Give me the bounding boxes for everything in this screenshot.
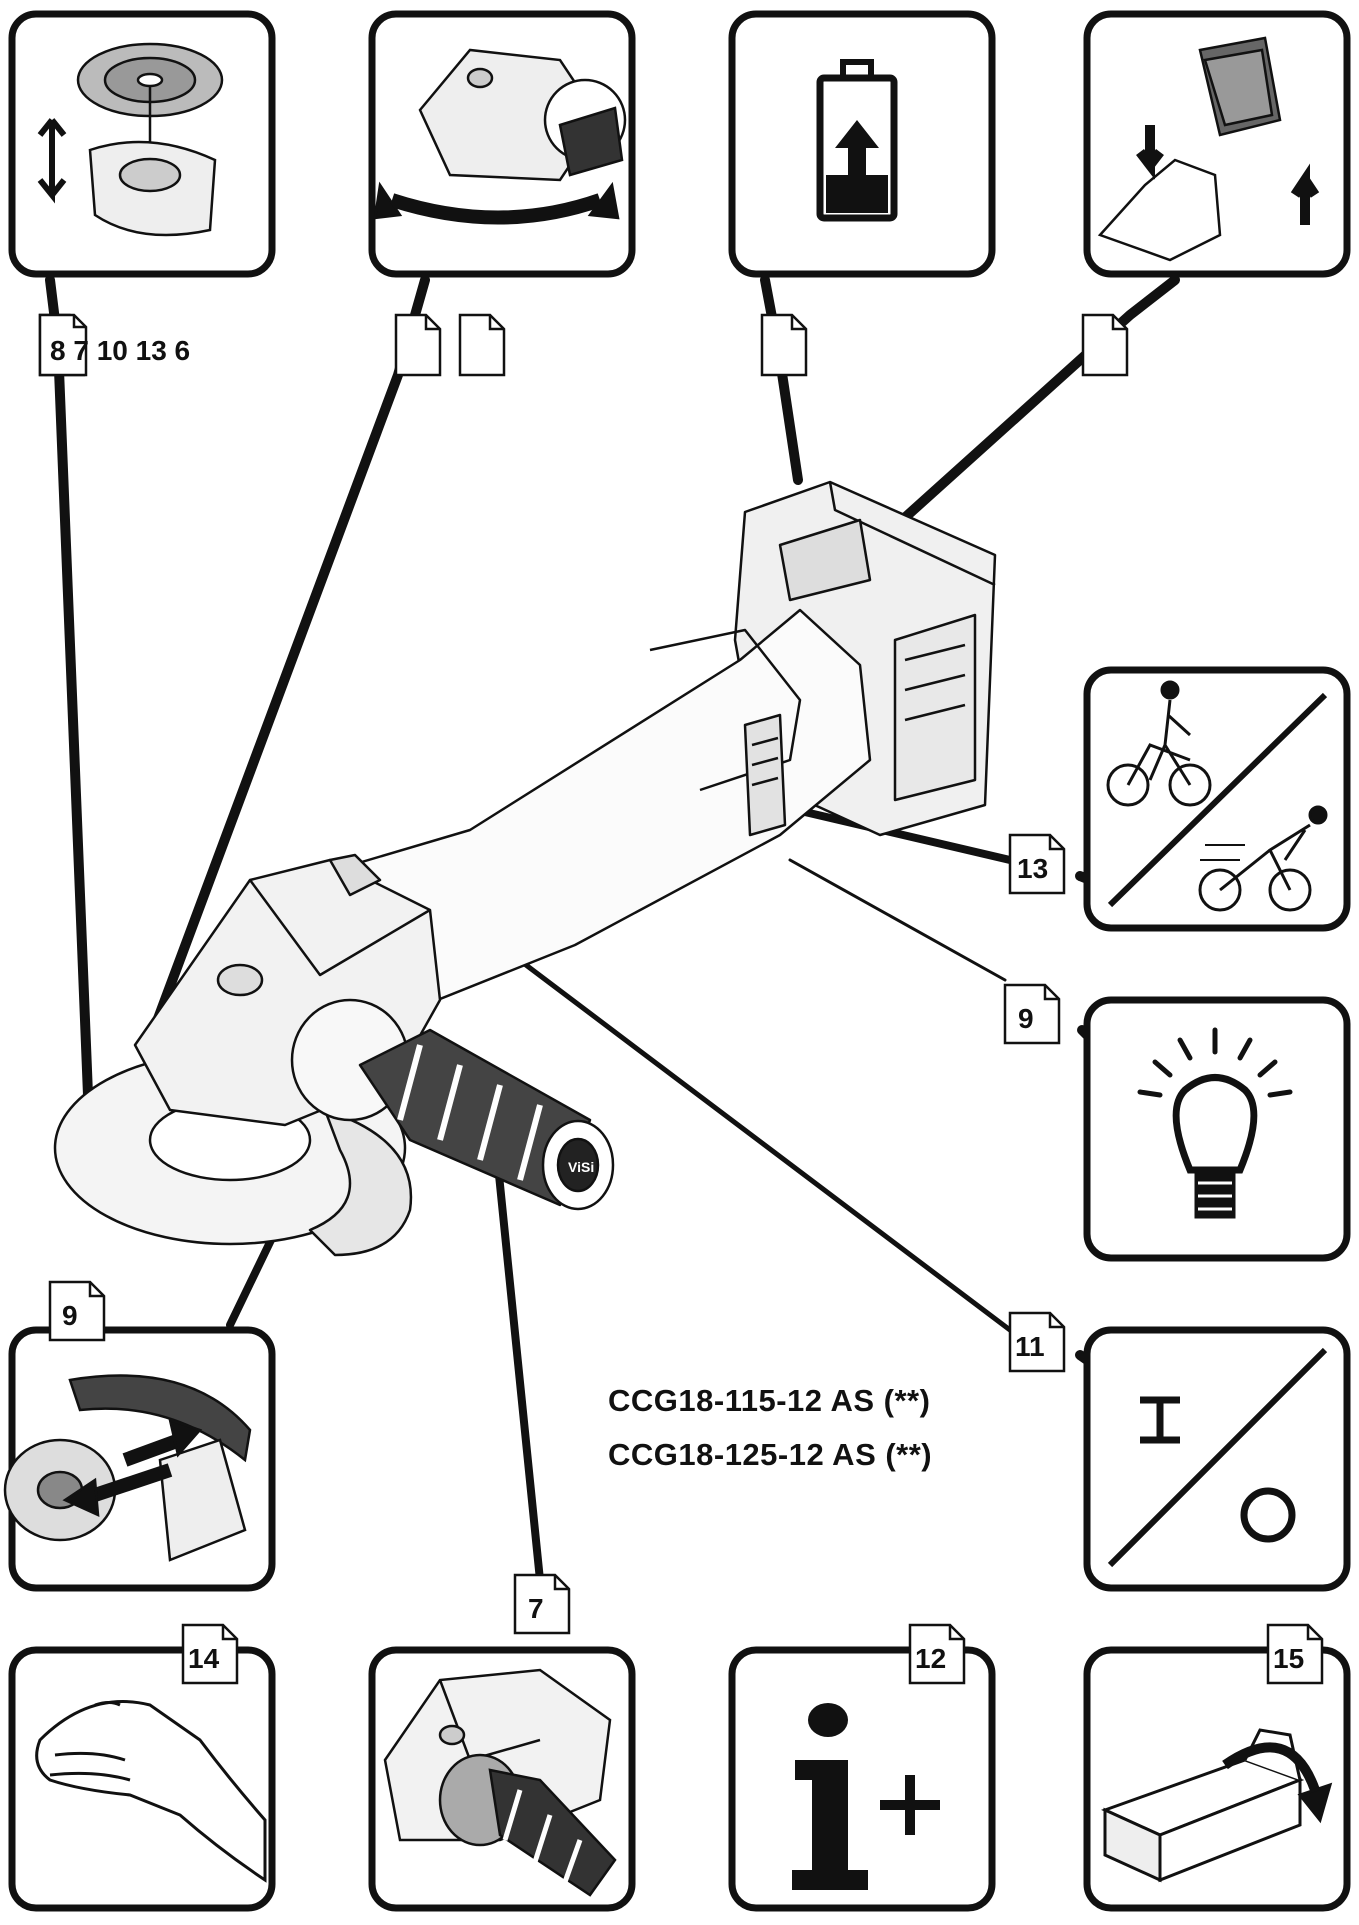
tag-14: 14 — [181, 1623, 239, 1685]
tag-12: 12 — [908, 1623, 966, 1685]
on-off-switch-icon — [1107, 1347, 1328, 1568]
svg-text:7: 7 — [528, 1593, 544, 1624]
angle-grinder-illustration: ViSi — [53, 480, 997, 1257]
battery-charge-icon — [816, 59, 898, 222]
tag-15: 15 — [1266, 1623, 1324, 1685]
tag-13: 13 — [1008, 833, 1066, 895]
speed-selection-icon — [1106, 680, 1328, 912]
reference-tag-battery-insert-doc — [1081, 313, 1129, 377]
grinding-disc-mounting-icon — [37, 42, 224, 237]
guard-adjust-icon — [3, 1374, 252, 1562]
panel-guard-rotation — [368, 10, 636, 278]
tag-7: 7 — [513, 1573, 571, 1635]
hand-vibration-icon — [35, 1700, 267, 1883]
reference-tag-battery-charge-doc — [760, 313, 808, 377]
svg-text:13: 13 — [1017, 853, 1048, 884]
panel-guard-adjust — [3, 1326, 276, 1592]
side-handle-icon — [383, 1668, 617, 1897]
model-name-2: CCG18-125-12 AS (**) — [608, 1437, 933, 1472]
panel-speed-selection — [1083, 666, 1351, 932]
tag-11: 11 — [1008, 1311, 1066, 1373]
reference-tag-guard-doc-1 — [394, 313, 442, 377]
reference-tag-wheel: 8 7 10 13 6 — [38, 313, 200, 377]
guard-rotation-icon — [373, 48, 627, 225]
svg-text:12: 12 — [915, 1643, 946, 1674]
packaging-icon — [1101, 1728, 1333, 1883]
panel-more-info — [728, 1646, 996, 1912]
panel-on-off-switch — [1083, 1326, 1351, 1592]
panel-wheel-mounting — [8, 10, 276, 278]
panel-battery-charge — [728, 10, 996, 278]
battery-insert-remove-icon — [1097, 36, 1320, 262]
panel-hand-vibration — [8, 1646, 276, 1912]
information-icon — [792, 1703, 940, 1890]
light-bulb-icon — [1137, 1027, 1293, 1219]
svg-text:15: 15 — [1273, 1643, 1304, 1674]
panel-side-handle — [368, 1646, 636, 1912]
panel-work-light — [1083, 996, 1351, 1262]
panel-packaging — [1083, 1646, 1351, 1912]
svg-text:11: 11 — [1015, 1331, 1045, 1362]
model-name-1: CCG18-115-12 AS (**) — [608, 1383, 931, 1418]
svg-text:14: 14 — [188, 1643, 220, 1674]
tag-9-light: 9 — [1003, 983, 1061, 1045]
reference-tag-guard-doc-2 — [458, 313, 506, 377]
svg-text:9: 9 — [62, 1300, 78, 1331]
panel-battery-insert — [1083, 10, 1351, 278]
svg-text:9: 9 — [1018, 1003, 1034, 1034]
tag-wheel-refs: 8 7 10 13 6 — [50, 335, 190, 366]
svg-text:ViSi: ViSi — [568, 1159, 594, 1175]
tag-9-guard: 9 — [48, 1280, 106, 1342]
